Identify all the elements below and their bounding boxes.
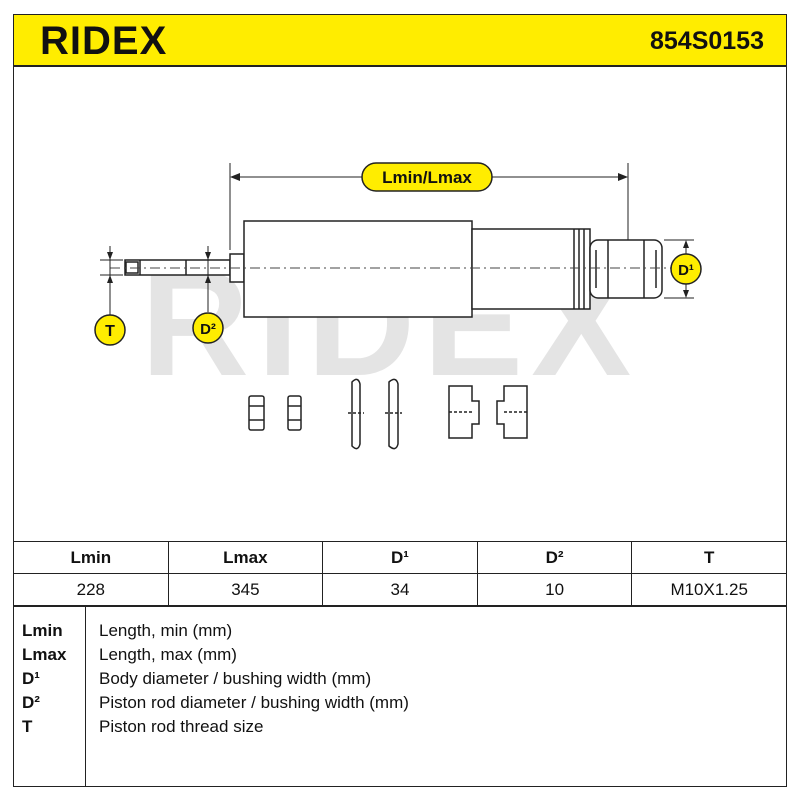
legend-item: Lmax Length, max (mm): [13, 643, 783, 667]
legend-description: Length, max (mm): [99, 645, 237, 664]
legend-key: Lmin: [22, 621, 63, 640]
nut-1: [248, 395, 265, 431]
length-label: Lmin/Lmax: [382, 168, 472, 187]
mounting-hardware: [248, 378, 528, 450]
legend-item: T Piston rod thread size: [13, 715, 783, 739]
spec-value-lmax: 345: [167, 573, 324, 606]
spec-value-lmin: 228: [13, 573, 169, 606]
thread-label: T: [105, 323, 115, 340]
drawing-frame: [13, 66, 787, 787]
washer-2: [385, 378, 402, 450]
header-bar: RIDEX 854S0153: [13, 14, 787, 66]
nut-2: [287, 395, 302, 431]
specification-table: Lmin Lmax D¹ D² T 228 345 34 10 M10X1.25: [13, 541, 787, 606]
bushing-2: [496, 385, 528, 439]
legend-key: T: [22, 717, 33, 736]
rod-diameter-dimension: D²: [192, 246, 224, 344]
legend-key: D²: [22, 693, 40, 712]
body-diameter-dimension: D¹: [664, 239, 702, 299]
rod-diameter-label: D²: [200, 321, 216, 338]
legend-key: D¹: [22, 669, 40, 688]
spec-header-lmin: Lmin: [13, 541, 169, 574]
spec-header-lmax: Lmax: [167, 541, 324, 574]
spec-header-d2: D²: [476, 541, 633, 574]
spec-header-d1: D¹: [322, 541, 478, 574]
legend-description: Length, min (mm): [99, 621, 233, 640]
thread-dimension: T: [94, 246, 126, 346]
technical-drawing: RIDEX Lmin/Lmax: [94, 162, 702, 450]
legend-divider: [85, 607, 86, 787]
spec-value-d1: 34: [322, 573, 478, 606]
legend-description: Piston rod diameter / bushing width (mm): [99, 693, 409, 712]
legend-description: Piston rod thread size: [99, 717, 264, 736]
legend-item: D¹ Body diameter / bushing width (mm): [13, 667, 783, 691]
legend-item: D² Piston rod diameter / bushing width (…: [13, 691, 783, 715]
spec-header-t: T: [631, 541, 787, 574]
spec-value-row: 228 345 34 10 M10X1.25: [13, 573, 787, 606]
spec-value-t: M10X1.25: [631, 573, 787, 606]
legend: Lmin Length, min (mm) Lmax Length, max (…: [13, 606, 787, 787]
spec-value-d2: 10: [476, 573, 633, 606]
legend-description: Body diameter / bushing width (mm): [99, 669, 372, 688]
part-number: 854S0153: [649, 27, 764, 55]
body-diameter-label: D¹: [678, 262, 694, 279]
brand-logo: RIDEX: [40, 19, 168, 63]
legend-key: Lmax: [22, 645, 67, 664]
washer-1: [348, 378, 364, 450]
legend-item: Lmin Length, min (mm): [13, 619, 783, 643]
bushing-1: [448, 385, 480, 439]
length-dimension: Lmin/Lmax: [229, 162, 629, 250]
spec-header-row: Lmin Lmax D¹ D² T: [13, 541, 787, 574]
